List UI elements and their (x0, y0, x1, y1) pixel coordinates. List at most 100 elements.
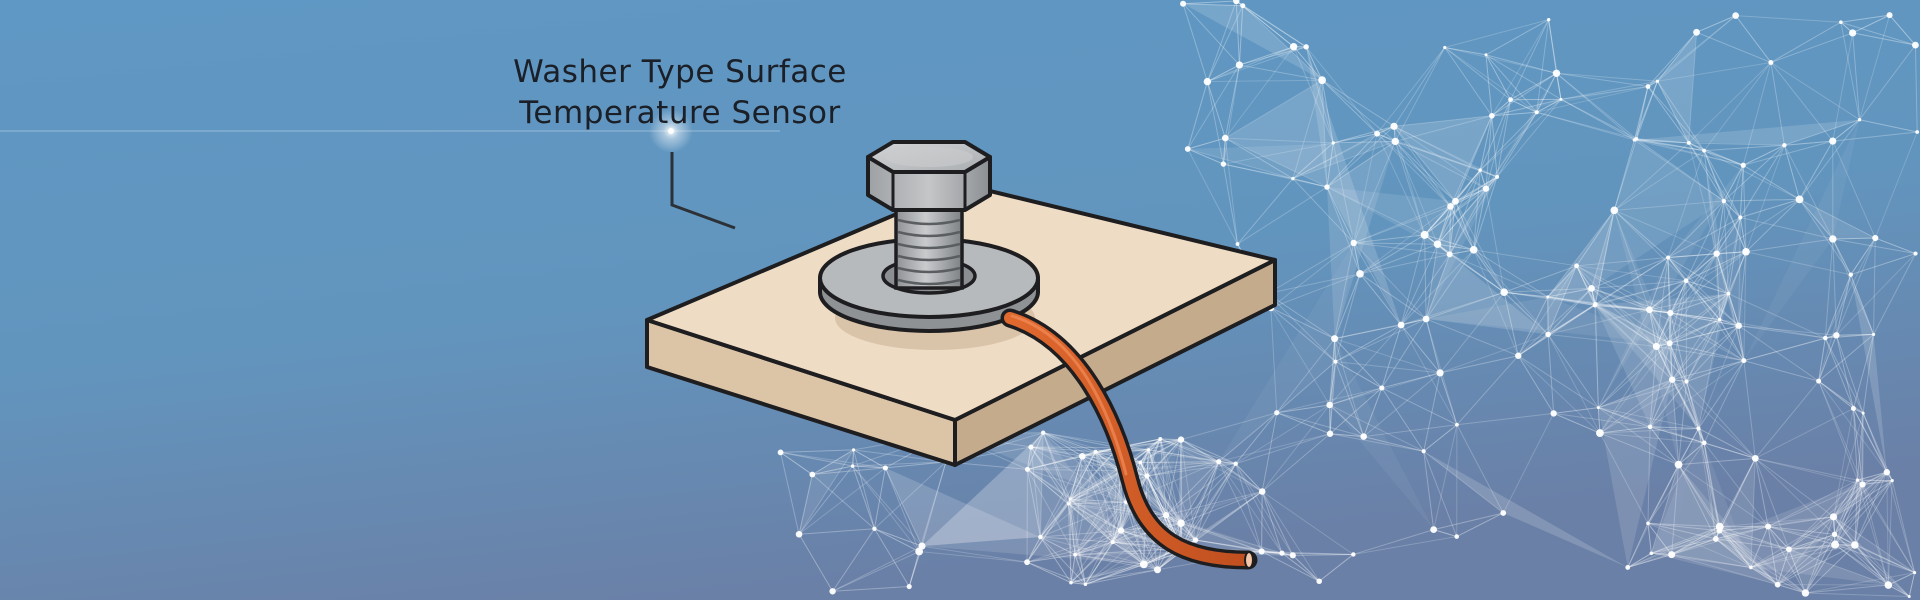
network-node (1291, 177, 1294, 180)
network-node (1913, 251, 1917, 255)
network-node (1713, 250, 1719, 256)
network-node (1915, 130, 1919, 134)
network-node (1749, 566, 1753, 570)
network-node (1832, 532, 1837, 537)
network-node (1849, 273, 1853, 277)
network-node (1667, 340, 1673, 346)
network-node (1508, 97, 1513, 102)
network-node (1470, 246, 1478, 254)
network-node (1154, 566, 1161, 573)
network-node (1093, 450, 1097, 454)
network-node (1193, 537, 1198, 542)
network-node (1079, 453, 1086, 460)
network-node (1646, 522, 1650, 526)
network-node (1185, 146, 1191, 152)
network-node (1484, 53, 1487, 56)
network-node (1697, 426, 1701, 430)
network-node (1318, 76, 1326, 84)
network-node (1610, 207, 1618, 215)
network-node (1802, 589, 1809, 596)
network-node (1274, 410, 1279, 415)
network-node (1833, 332, 1839, 338)
network-node (1398, 322, 1405, 329)
network-node (1041, 431, 1045, 435)
network-node (1859, 481, 1865, 487)
network-node (1656, 80, 1659, 83)
network-node (1139, 461, 1143, 465)
network-node (1912, 42, 1919, 49)
network-node (1839, 20, 1843, 24)
network-node (1236, 61, 1243, 68)
network-node (778, 450, 784, 456)
network-node (1741, 358, 1746, 363)
network-node (1147, 448, 1150, 451)
network-node (1351, 240, 1357, 246)
network-node (1454, 534, 1459, 539)
network-node (1259, 488, 1266, 495)
network-node (1829, 137, 1836, 144)
network-node (1024, 559, 1030, 565)
network-node (1221, 161, 1226, 166)
network-node (1727, 292, 1731, 296)
network-node (1650, 551, 1654, 555)
network-node (1816, 379, 1821, 384)
network-node (1163, 512, 1169, 518)
network-node (1885, 581, 1893, 589)
network-node (1829, 235, 1836, 242)
network-node (1648, 425, 1653, 430)
network-node (1374, 131, 1380, 137)
network-node (1887, 12, 1893, 18)
network-node (1316, 578, 1322, 584)
network-node (1222, 135, 1229, 142)
network-node (1515, 353, 1521, 359)
network-node (1741, 163, 1746, 168)
bolt-shaft (896, 208, 962, 288)
network-node (1830, 513, 1837, 520)
network-node (1069, 498, 1072, 501)
network-node (1786, 546, 1792, 552)
network-node (1447, 203, 1454, 210)
network-node (1635, 137, 1639, 141)
network-node (1421, 231, 1429, 239)
network-node (1390, 123, 1397, 130)
network-node (1738, 215, 1742, 219)
network-node (1025, 467, 1030, 472)
network-node (1331, 335, 1338, 342)
network-node (1702, 149, 1706, 153)
network-node (1140, 561, 1148, 569)
cable-end (1245, 552, 1253, 568)
network-node (1118, 527, 1124, 533)
network-node (1392, 138, 1399, 145)
network-node (1535, 110, 1539, 114)
network-node (1862, 412, 1865, 415)
network-node (1483, 185, 1489, 191)
network-node (1646, 84, 1651, 89)
network-node (1550, 410, 1556, 416)
network-node (1500, 510, 1506, 516)
network-node (1687, 141, 1691, 145)
network-node (796, 531, 803, 538)
network-node (1290, 43, 1297, 50)
network-node (1768, 60, 1773, 65)
network-node (1559, 98, 1562, 101)
product-title: Washer Type Surface Temperature Sensor (460, 52, 900, 134)
network-node (1067, 502, 1070, 505)
network-node (1500, 288, 1508, 296)
network-node (872, 527, 876, 531)
network-node (1872, 235, 1878, 241)
network-node (1333, 360, 1337, 364)
network-node (1713, 536, 1719, 542)
network-node (1234, 462, 1238, 466)
network-node (1858, 118, 1861, 121)
network-node (809, 472, 815, 478)
network-node (1856, 478, 1859, 481)
network-node (851, 464, 855, 468)
network-node (1478, 168, 1482, 172)
network-node (1489, 113, 1495, 119)
network-node (1913, 571, 1916, 574)
network-node (1326, 402, 1333, 409)
network-node (1178, 436, 1184, 442)
network-node (883, 465, 888, 470)
network-node (1775, 582, 1781, 588)
